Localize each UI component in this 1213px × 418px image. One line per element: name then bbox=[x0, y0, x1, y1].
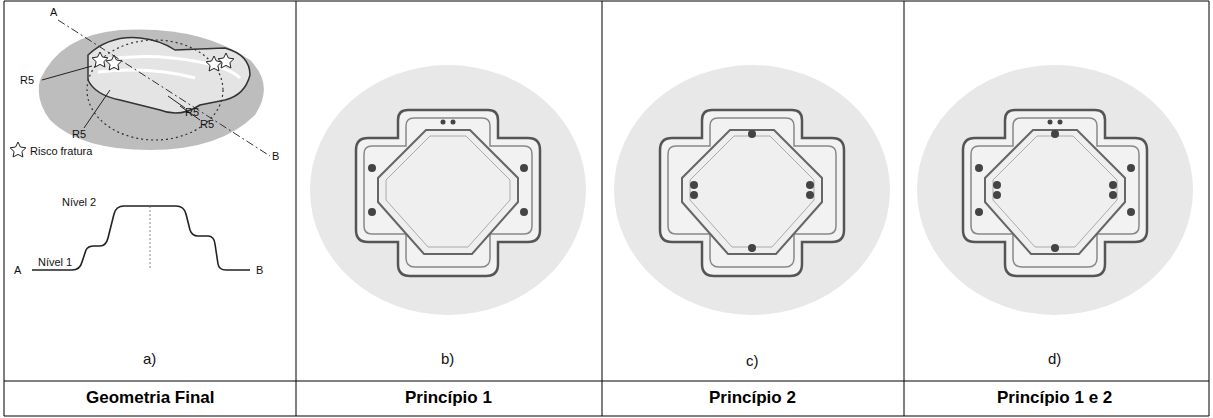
column-header: Princípio 1 bbox=[405, 388, 492, 408]
radius-label: R5 bbox=[72, 128, 86, 141]
section-letter: A bbox=[14, 264, 21, 277]
level-label: Nível 1 bbox=[38, 256, 72, 269]
column-header: Geometria Final bbox=[86, 388, 214, 408]
radius-label: R5 bbox=[200, 118, 214, 131]
legend-text: Risco fratura bbox=[30, 145, 92, 158]
section-letter: B bbox=[272, 150, 279, 163]
panel-letter: d) bbox=[1048, 350, 1061, 367]
panel-letter: a) bbox=[143, 350, 156, 367]
panel-letter: b) bbox=[441, 350, 454, 367]
section-letter: B bbox=[256, 264, 263, 277]
panel-letter: c) bbox=[746, 352, 759, 369]
section-letter: A bbox=[50, 6, 57, 19]
radius-label: R5 bbox=[20, 74, 34, 87]
column-header: Princípio 1 e 2 bbox=[997, 388, 1112, 408]
level-label: Nível 2 bbox=[62, 196, 96, 209]
column-header: Princípio 2 bbox=[709, 388, 796, 408]
radius-label: R5 bbox=[185, 106, 199, 119]
